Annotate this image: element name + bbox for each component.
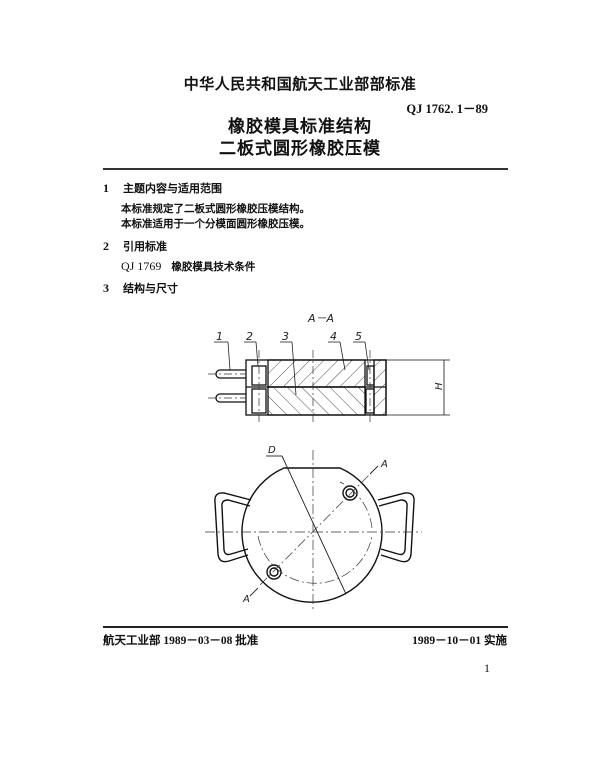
approval-date: 航天工业部 1989－03－08 批准 xyxy=(103,635,259,647)
issuing-organization: 中华人民共和国航天工业部部标准 xyxy=(183,75,417,93)
height-dimension-label: H xyxy=(434,382,445,390)
standard-code: QJ 1762. 1－89 xyxy=(406,102,488,116)
section-3-heading: 3 结构与尺寸 xyxy=(103,280,178,296)
section-1-paragraph: 本标准适用于一个分模面圆形橡胶压模。 xyxy=(121,218,310,230)
footer-divider xyxy=(103,626,508,628)
section-title: 主题内容与适用范围 xyxy=(123,182,222,195)
cut-label-top: A xyxy=(380,459,388,470)
header-divider xyxy=(103,168,508,170)
part-label-3: 3 xyxy=(282,330,289,343)
diameter-label: D xyxy=(268,445,276,456)
part-label-4: 4 xyxy=(330,330,337,343)
document-title-line1: 橡胶模具标准结构 xyxy=(228,117,372,137)
cut-label-bottom: A xyxy=(242,594,250,605)
section-number: 2 xyxy=(103,239,109,253)
part-label-1: 1 xyxy=(216,330,223,343)
section-title: 结构与尺寸 xyxy=(123,282,178,295)
section-2-heading: 2 引用标准 xyxy=(103,238,167,254)
part-label-5: 5 xyxy=(355,330,362,343)
section-view-label: A－A xyxy=(307,312,334,325)
section-number: 3 xyxy=(103,281,109,295)
section-1-heading: 1 主题内容与适用范围 xyxy=(103,180,222,196)
document-title-line2: 二板式圆形橡胶压模 xyxy=(219,139,381,159)
section-title: 引用标准 xyxy=(123,240,167,253)
part-label-2: 2 xyxy=(246,330,253,343)
reference-title: 橡胶模具技术条件 xyxy=(171,261,256,273)
page-number: 1 xyxy=(484,661,490,675)
reference-item: QJ 1769 橡胶模具技术条件 xyxy=(121,259,255,274)
reference-code: QJ 1769 xyxy=(121,259,162,273)
technical-drawing: A－A xyxy=(200,300,480,614)
effective-date: 1989－10－01 实施 xyxy=(412,635,507,647)
section-1-paragraph: 本标准规定了二板式圆形橡胶压模结构。 xyxy=(121,203,310,215)
section-number: 1 xyxy=(103,181,109,195)
